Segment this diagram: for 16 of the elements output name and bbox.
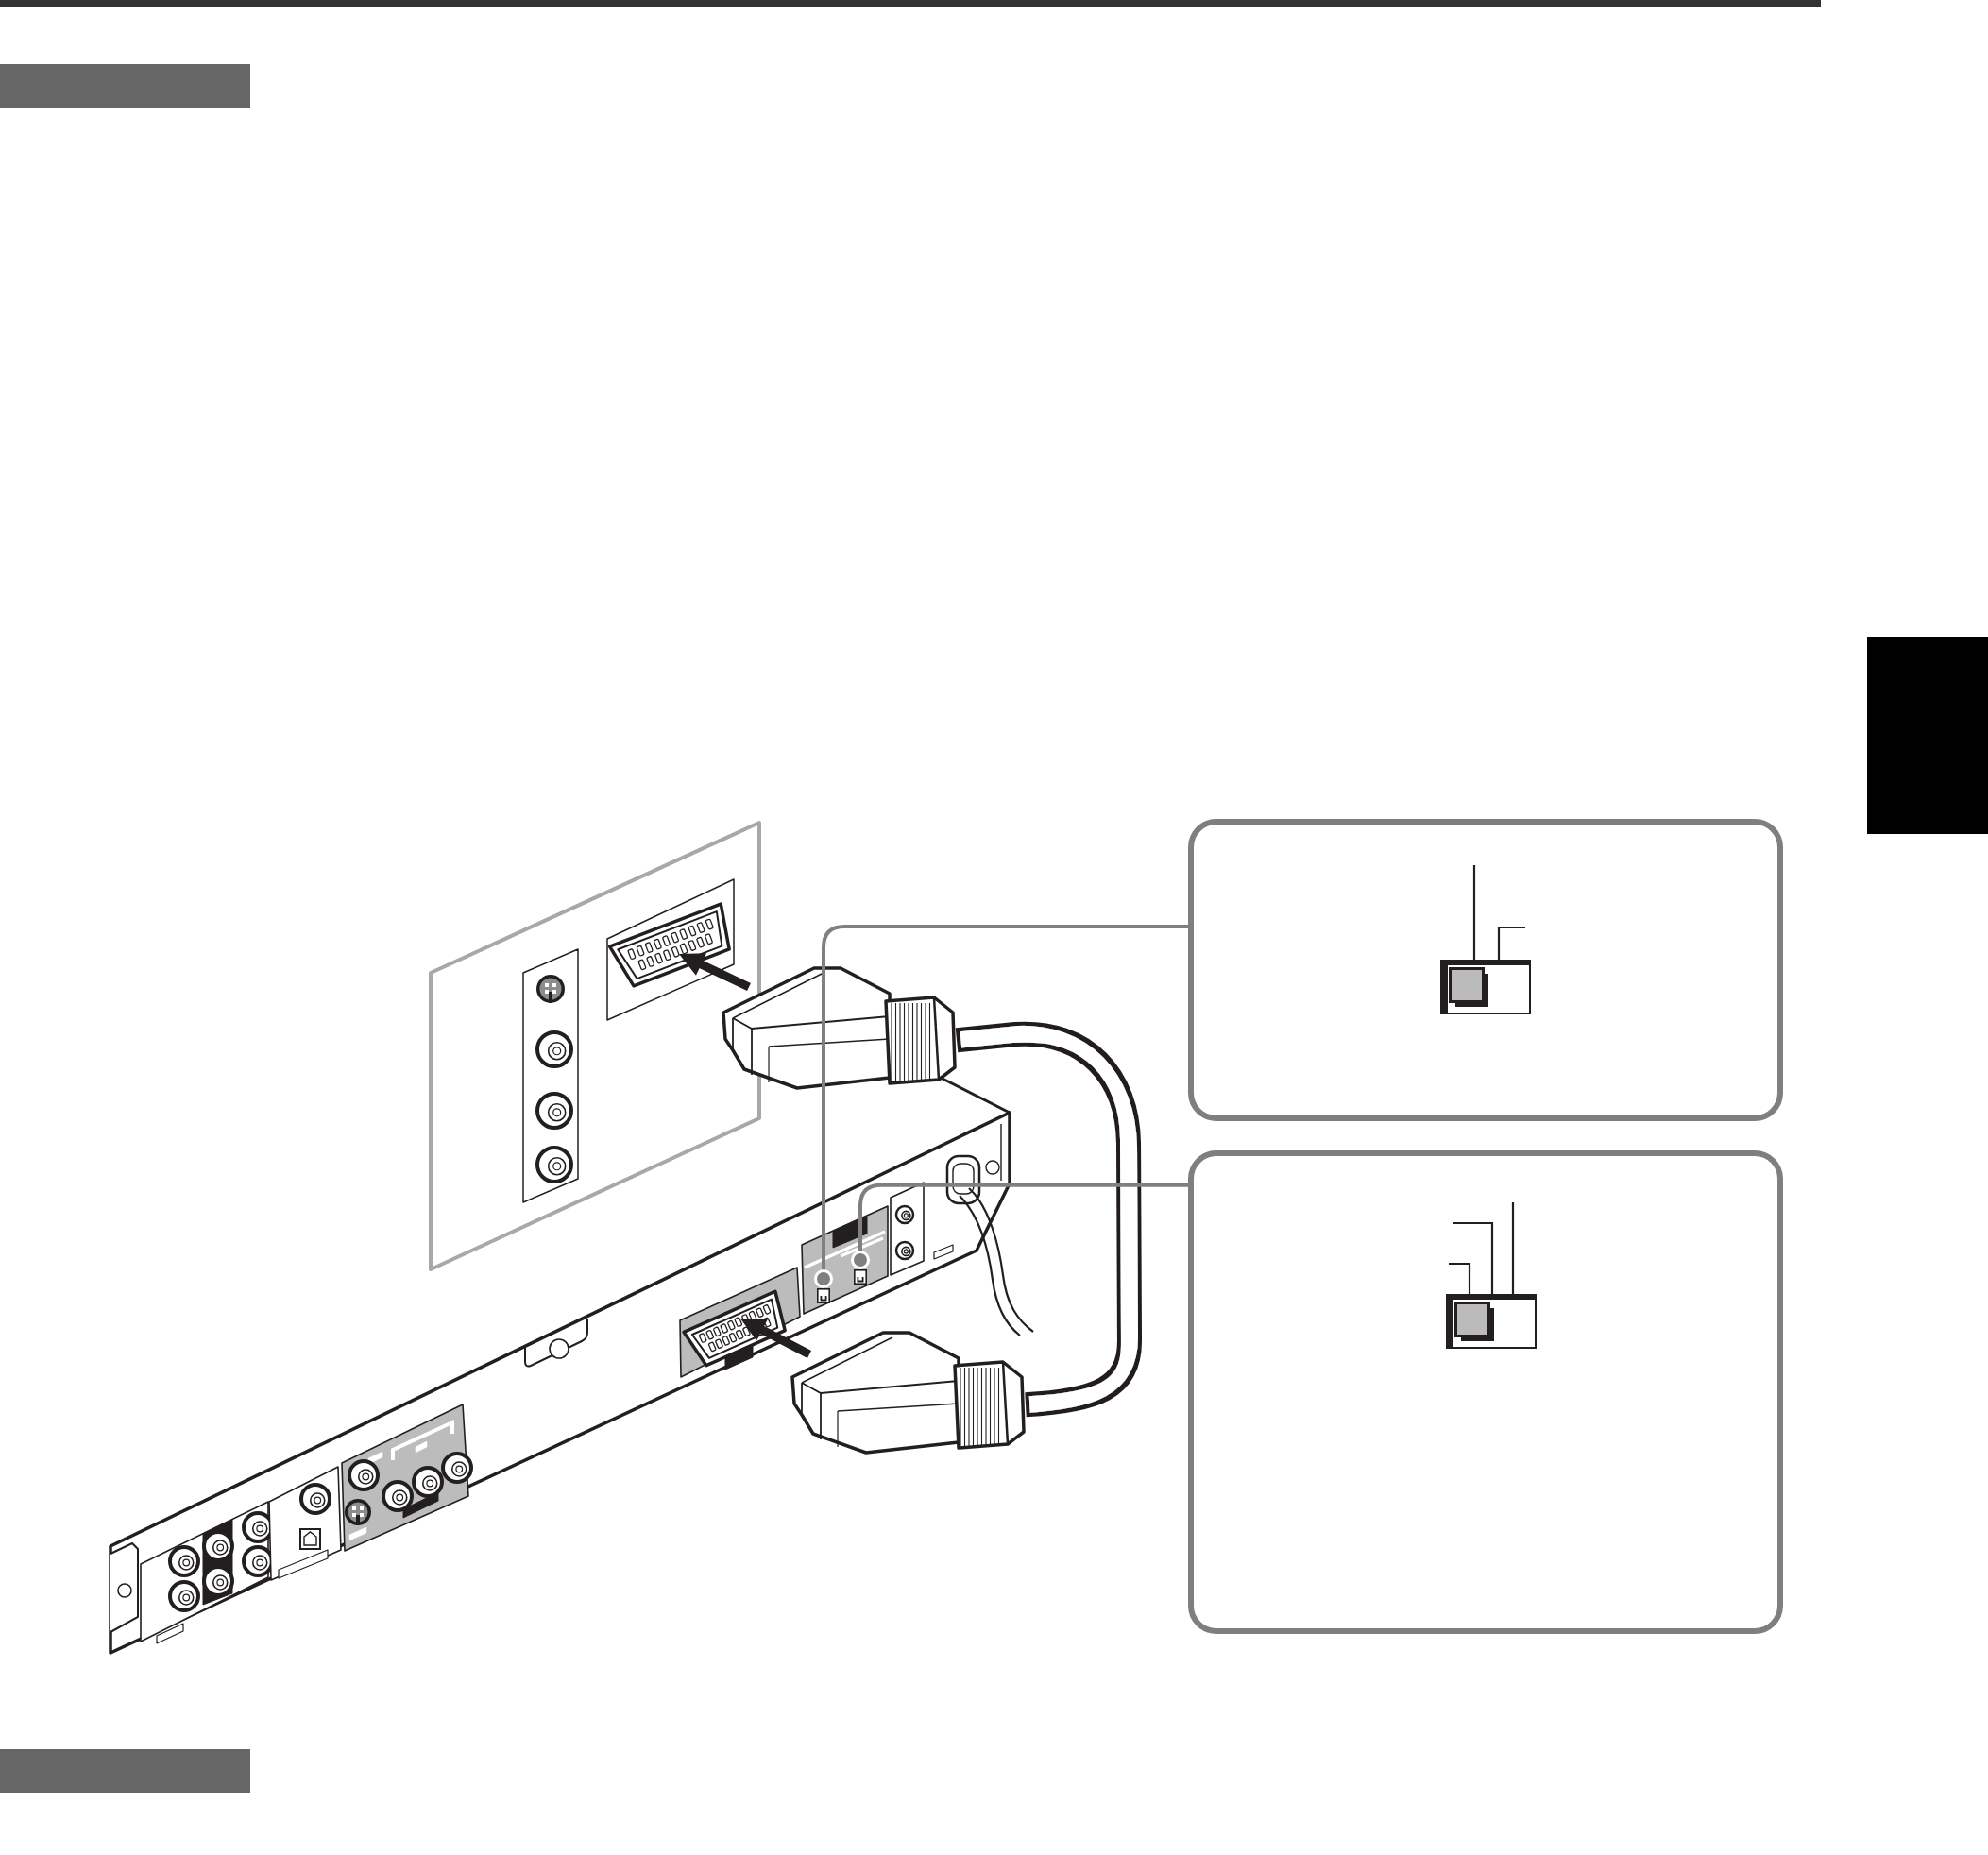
- leader-line: [1449, 1262, 1471, 1294]
- leader-line: [814, 924, 1188, 1288]
- scart-plug: [790, 1330, 1026, 1455]
- slide-switch-icon: [1446, 1294, 1537, 1349]
- cable: [955, 1021, 1142, 1418]
- leader-line: [1497, 926, 1525, 960]
- scart-plug: [722, 965, 957, 1090]
- leader-line: [1472, 865, 1476, 960]
- slide-switch-icon: [817, 1288, 830, 1303]
- callout-box: [1188, 1150, 1783, 1634]
- slide-switch-icon: [854, 1269, 867, 1285]
- leader-line: [851, 1183, 1188, 1269]
- slide-switch-icon: [1440, 960, 1531, 1014]
- leader-line: [1511, 1202, 1515, 1294]
- callout-box: [1188, 819, 1783, 1121]
- leader-line: [1453, 1221, 1494, 1294]
